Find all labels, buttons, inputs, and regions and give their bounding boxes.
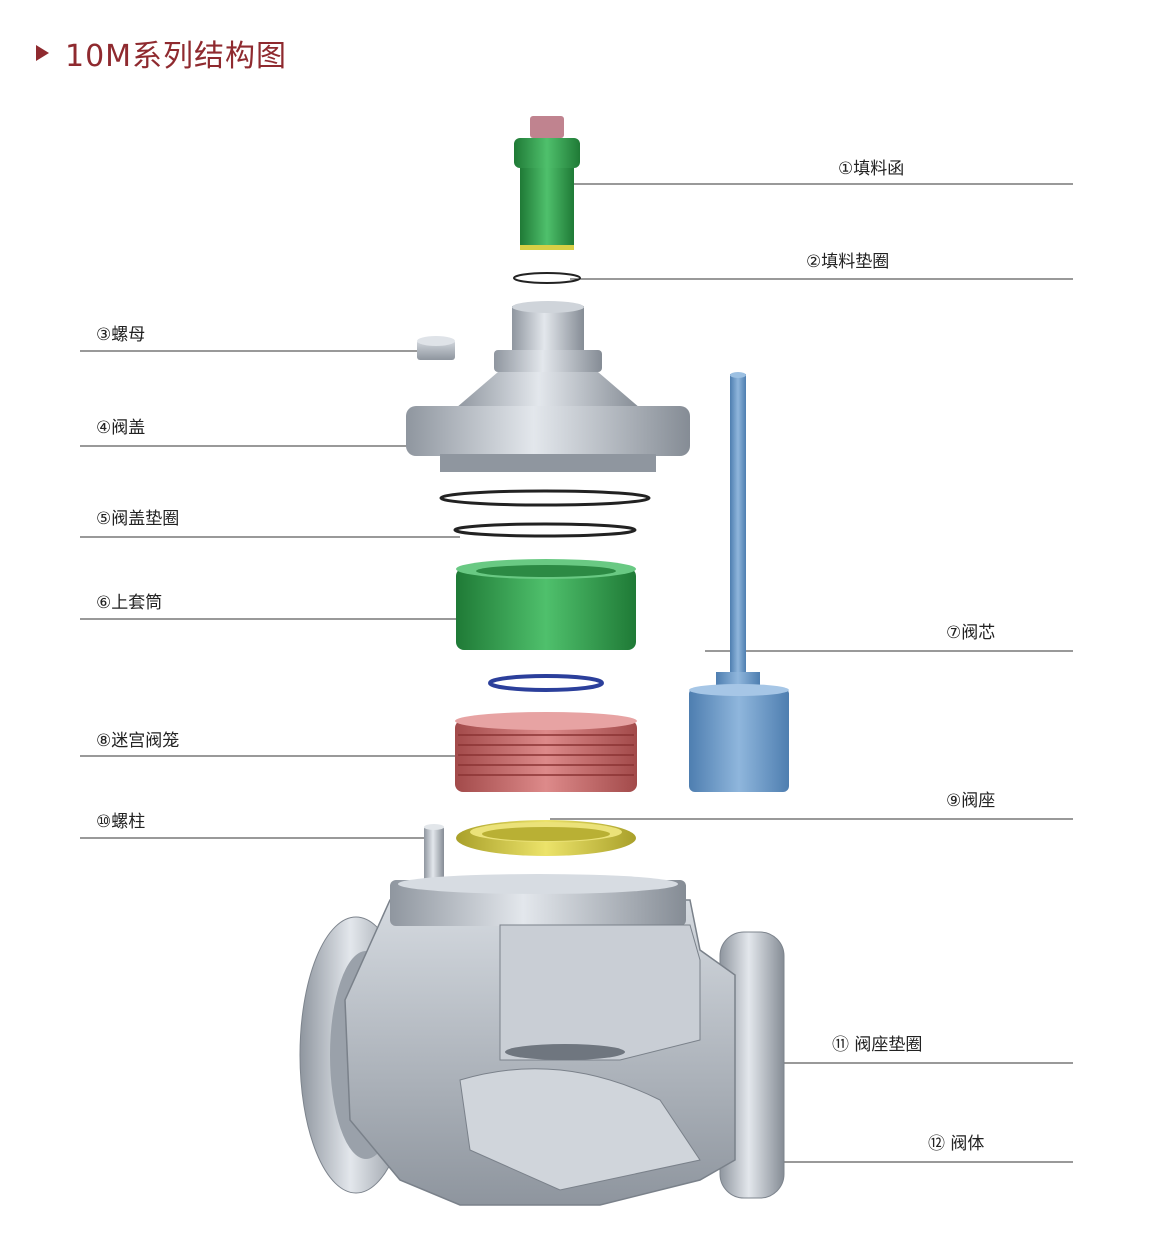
leader-lines bbox=[80, 183, 1073, 1163]
stud-part bbox=[424, 824, 444, 888]
label-nut: ③螺母 bbox=[96, 325, 146, 345]
label-valve-plug: ⑦阀芯 bbox=[946, 623, 996, 643]
bonnet-gasket-part-b bbox=[453, 522, 637, 538]
valve-seat-part bbox=[456, 820, 636, 856]
page-title: 10M系列结构图 bbox=[65, 39, 288, 74]
packing-gasket-part bbox=[513, 272, 581, 284]
label-packing-gasket: ②填料垫圈 bbox=[806, 252, 890, 272]
label-valve-seat: ⑨阀座 bbox=[946, 791, 996, 811]
bonnet-gasket-part-a bbox=[439, 489, 651, 507]
upper-sleeve-part bbox=[456, 559, 636, 650]
label-labyrinth-cage: ⑧迷宫阀笼 bbox=[96, 731, 180, 751]
label-bonnet-gasket: ⑤阀盖垫圈 bbox=[96, 509, 180, 529]
nut-part bbox=[417, 336, 455, 360]
valve-plug-part bbox=[689, 372, 789, 792]
triangle-bullet-icon bbox=[36, 45, 49, 61]
label-valve-body: ⑫ 阀体 bbox=[928, 1134, 985, 1154]
label-packing-box: ①填料函 bbox=[838, 159, 905, 179]
label-bonnet: ④阀盖 bbox=[96, 418, 146, 438]
valve-body-part bbox=[299, 874, 785, 1206]
label-seat-gasket: ⑪ 阀座垫圈 bbox=[832, 1035, 923, 1055]
bonnet-part bbox=[406, 301, 690, 472]
packing-box-part bbox=[514, 116, 580, 250]
label-stud: ⑩螺柱 bbox=[96, 812, 146, 832]
labyrinth-cage-part bbox=[455, 712, 637, 792]
page-header: 10M系列结构图 bbox=[36, 30, 287, 76]
label-upper-sleeve: ⑥上套筒 bbox=[96, 593, 163, 613]
blue-ring-part bbox=[488, 674, 604, 692]
